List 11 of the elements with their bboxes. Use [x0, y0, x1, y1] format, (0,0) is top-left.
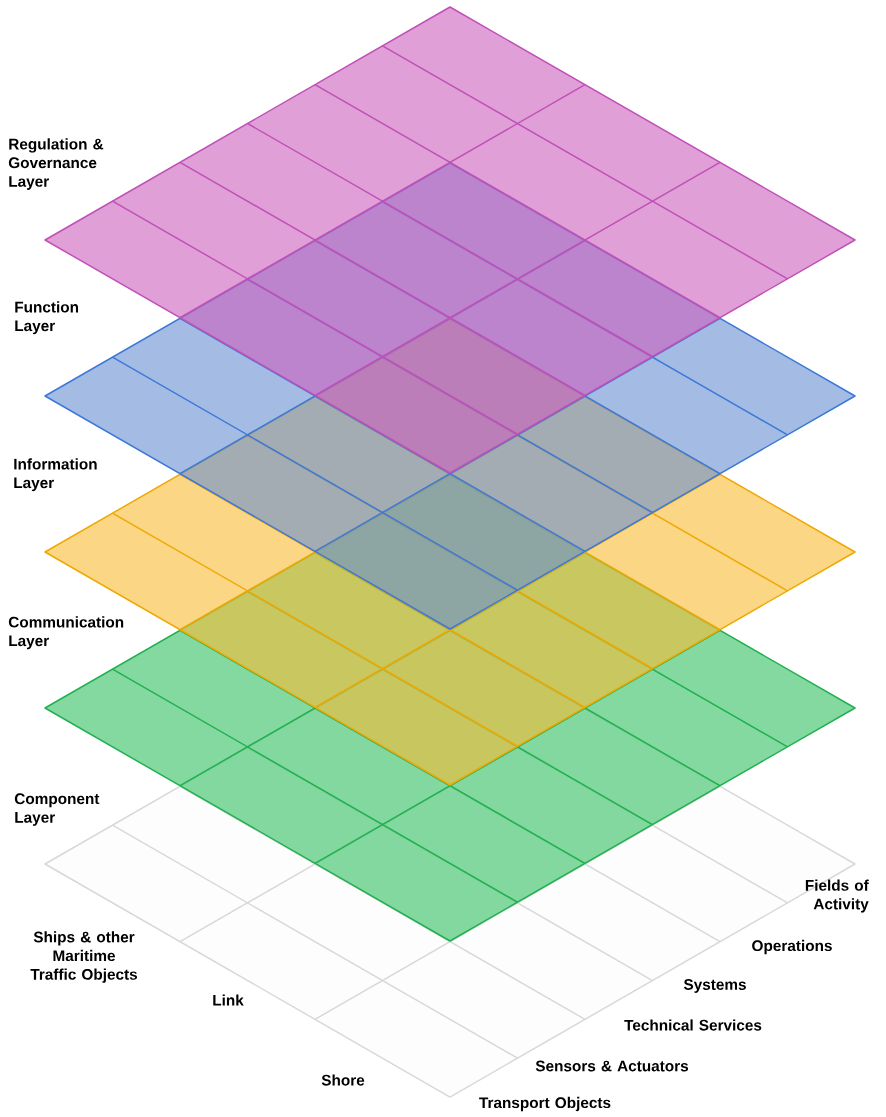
axis-label: Operations	[752, 939, 832, 955]
axis-label: Transport Objects	[479, 1096, 611, 1112]
axis-label: Systems	[683, 979, 746, 993]
axis-label: Sensors & Actuators	[535, 1060, 689, 1072]
axis-label: Technical Services	[624, 1019, 762, 1031]
axis-label: Shore	[321, 1074, 365, 1086]
node-label: Layer	[9, 176, 49, 190]
axis-label: Link	[213, 994, 244, 1006]
axis-label: Fields of Activity	[805, 879, 869, 913]
axis-label: Ships & other Maritime Traffic Objects	[30, 931, 138, 983]
node-label: Layer	[9, 635, 49, 650]
